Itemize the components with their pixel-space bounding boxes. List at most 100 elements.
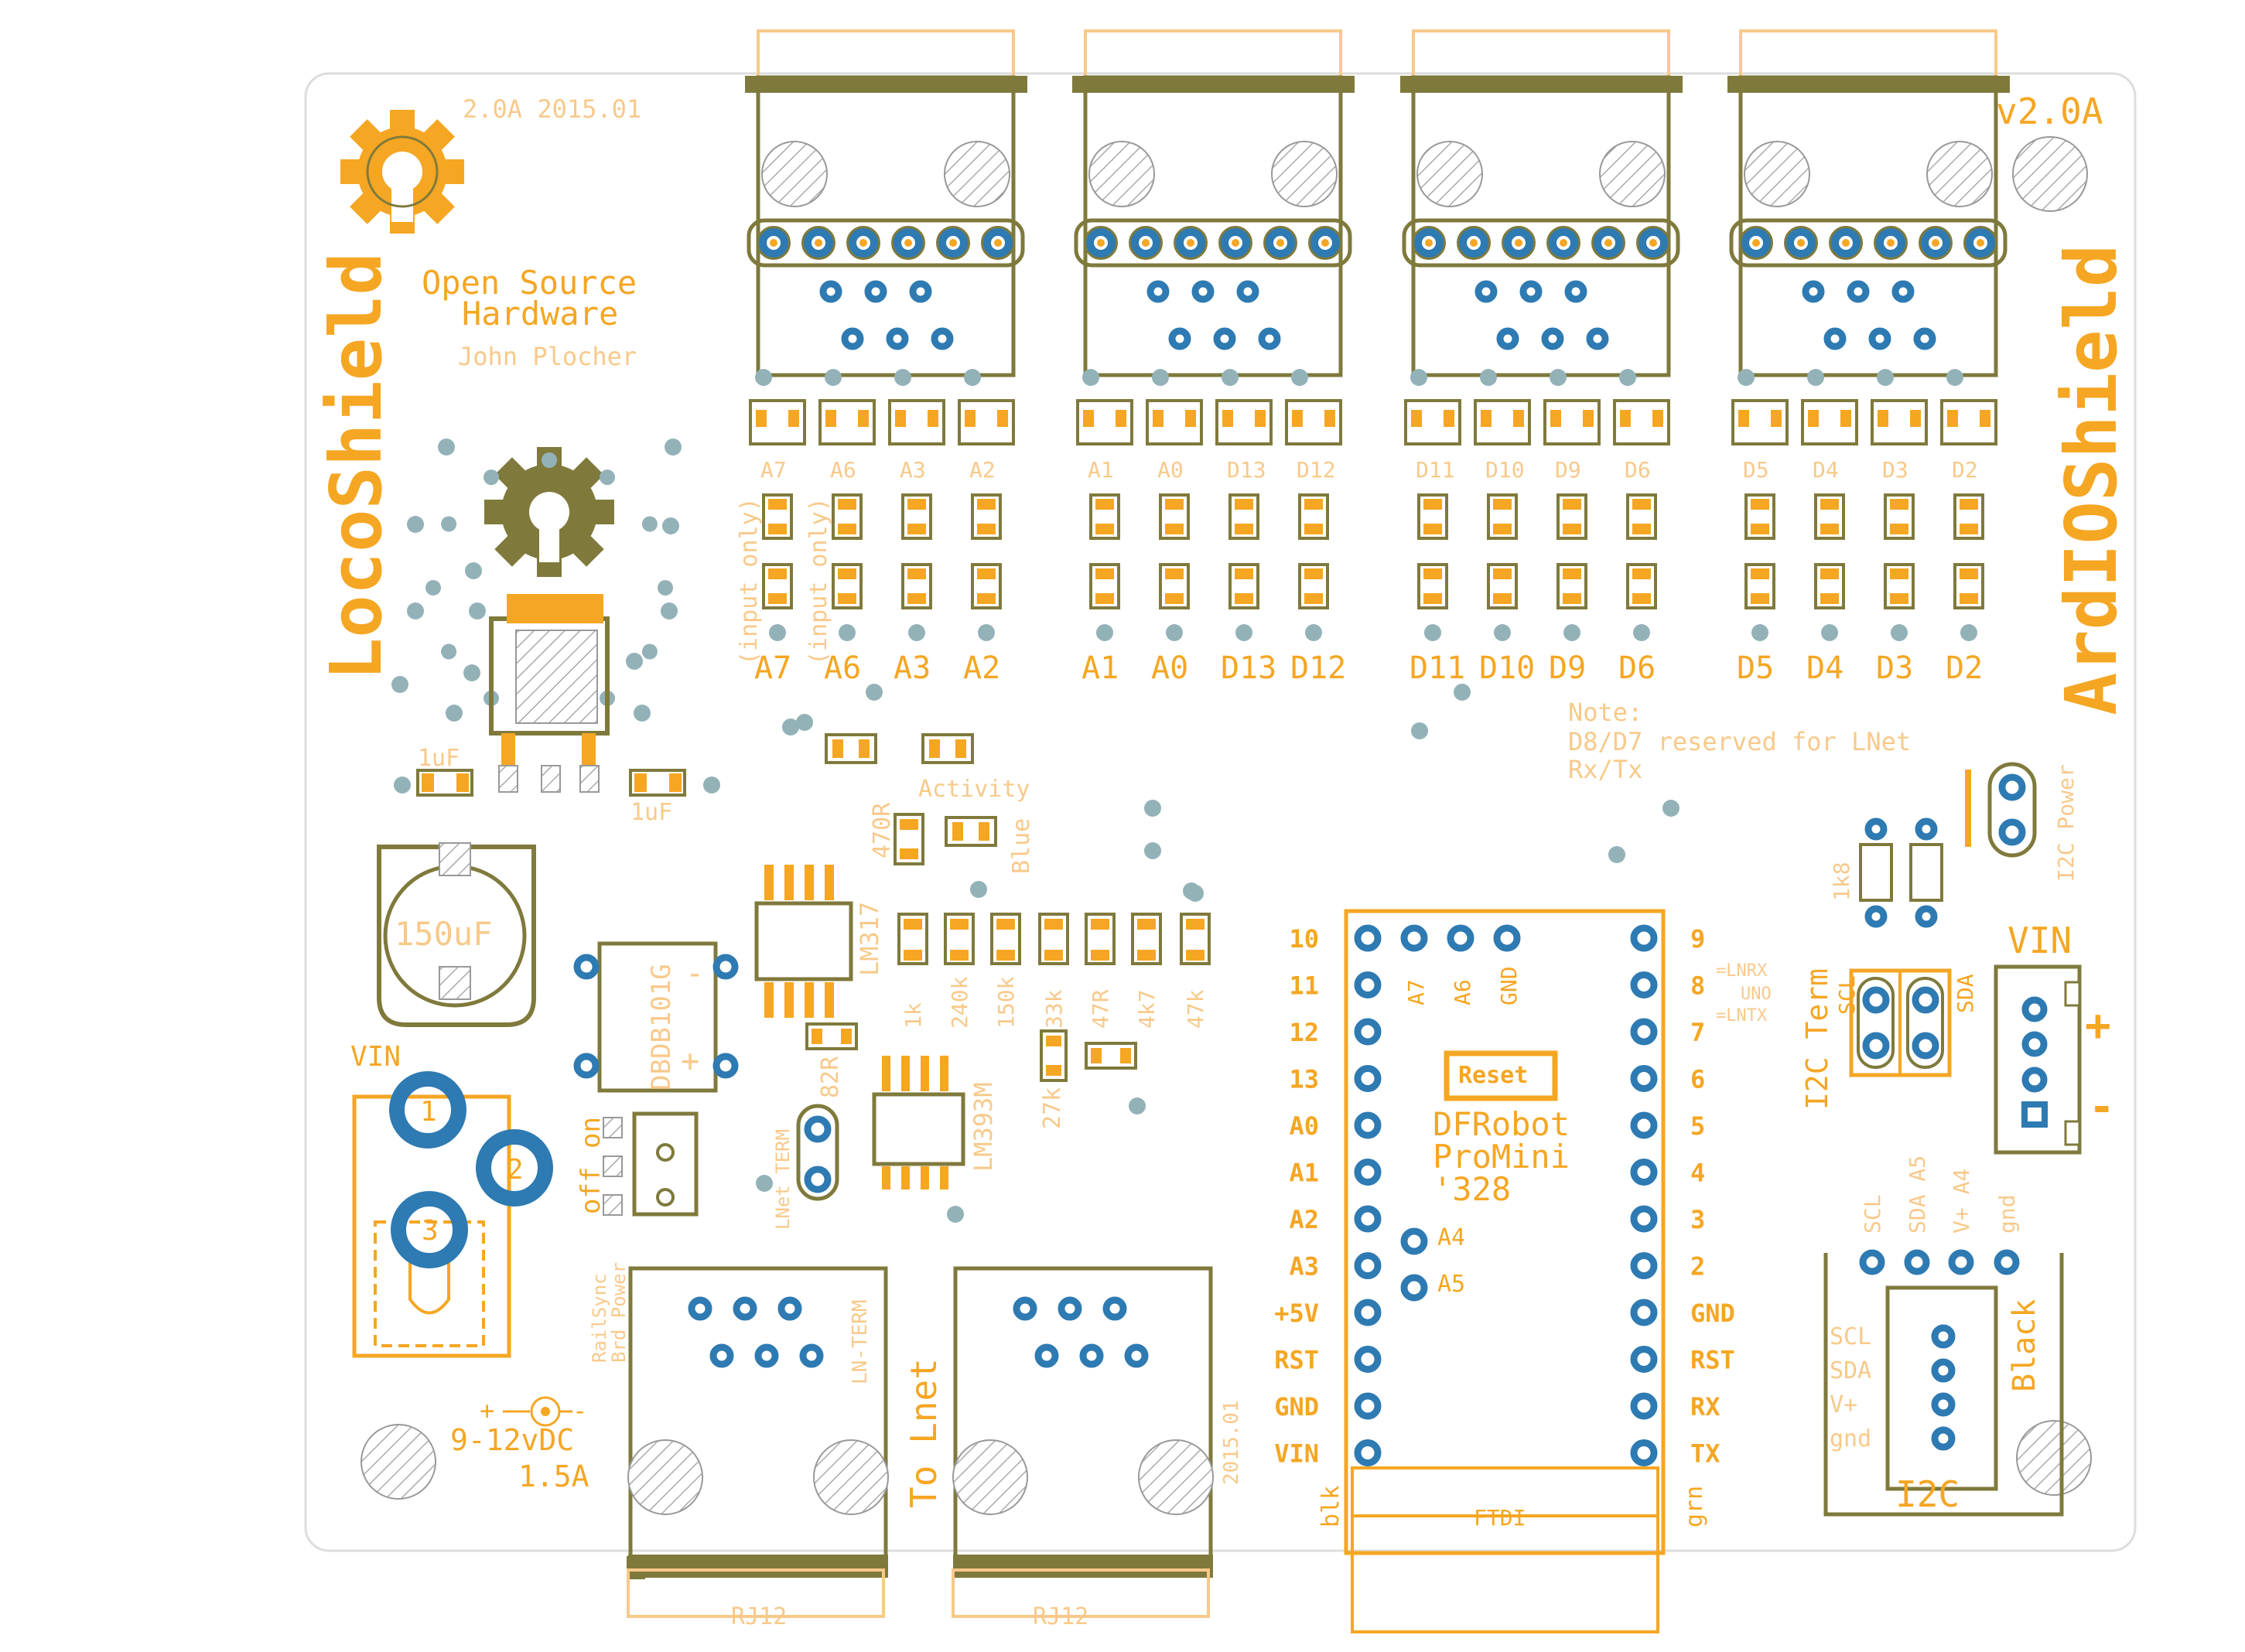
input-connector-1 [745, 29, 1027, 377]
i2c-power-label: I2C Power [2053, 764, 2079, 882]
resistor-47R: 47R [1085, 913, 1116, 1029]
grn-label: grn [1681, 1486, 1708, 1527]
channel-small-label: D3 [1882, 457, 1908, 483]
via [425, 580, 441, 596]
channel-label: A0 [1151, 650, 1188, 686]
promini-pin [1630, 1439, 1658, 1466]
rj12-right [952, 1266, 1214, 1618]
promini-pin [1630, 1299, 1658, 1326]
channel-small-label: D11 [1416, 457, 1455, 483]
smd-part [921, 733, 974, 764]
vin-connector [1994, 964, 2082, 1155]
promini-pin [1354, 1392, 1382, 1420]
lntx-label: =LNTX [1716, 1006, 1768, 1026]
via [658, 580, 673, 596]
svg-text:1k: 1k [900, 1002, 926, 1029]
promini-pin [1354, 1346, 1382, 1373]
via [391, 676, 408, 693]
input-connector-3 [1400, 29, 1683, 377]
smd-part [894, 813, 924, 865]
via [634, 705, 651, 722]
promini-pin [1630, 1205, 1658, 1233]
svg-text:47k: 47k [1183, 989, 1208, 1029]
svg-text:+: + [480, 1396, 494, 1425]
vin-label-left: VIN [350, 1041, 401, 1073]
promini-module [1344, 909, 1666, 1633]
promini-right-label: 7 [1690, 1018, 1705, 1047]
promini-name1: DFRobot [1433, 1105, 1570, 1143]
via [665, 439, 682, 456]
promini-pin [1354, 924, 1382, 952]
pullup-1k8: 1k8 [1829, 862, 1854, 901]
title-locoshield: LocoShield [315, 252, 398, 681]
promini-left-label: RST [1274, 1346, 1319, 1375]
smd-part [945, 816, 997, 847]
i2c-top-label: SCL [1860, 1194, 1885, 1234]
promini-name3: '328 [1433, 1170, 1511, 1208]
date-vertical: 2015.01 [1220, 1400, 1243, 1485]
promini-pin [1630, 1252, 1658, 1279]
pin-a5: A5 [1437, 1271, 1465, 1298]
svg-text:47R: 47R [1088, 989, 1113, 1029]
mounting-holes [360, 136, 2092, 1500]
lm393-label: LM393M [969, 1082, 998, 1172]
promini-right-label: RX [1690, 1392, 1720, 1422]
channel-small-label: D9 [1555, 457, 1581, 483]
pin3-label: 3 [422, 1215, 439, 1247]
to-lnet-label: To Lnet [903, 1358, 945, 1508]
oshw-line1: Open Source [422, 264, 637, 302]
via [1187, 885, 1204, 902]
sda-label: SDA [1953, 974, 1978, 1013]
via [407, 516, 424, 533]
power-switch [603, 1111, 699, 1217]
channel-small-label: D10 [1485, 457, 1525, 483]
promini-left-label: A1 [1289, 1159, 1319, 1188]
i2c-term-label: I2C Term [1800, 968, 1834, 1110]
channel-label: A2 [963, 650, 1000, 686]
via [394, 777, 411, 794]
resistor-47k: 47k [1180, 913, 1211, 1029]
lnet-term-jumper [796, 1104, 839, 1201]
promini-pin [1630, 924, 1658, 952]
promini-name2: ProMini [1433, 1138, 1570, 1176]
channel-label: D4 [1806, 650, 1843, 686]
via [542, 452, 557, 468]
smd-part [1085, 1042, 1137, 1070]
channel-label: D6 [1618, 650, 1656, 686]
note-line3: Rx/Tx [1568, 755, 1642, 784]
via [446, 705, 463, 722]
resistor-4k7: 4k7 [1131, 913, 1162, 1029]
cap-1uf-right [629, 769, 686, 797]
oshw-gear-icon [340, 110, 464, 234]
black-label: Black [2007, 1299, 2042, 1392]
channel-label: A1 [1081, 650, 1119, 686]
channel-label: D10 [1479, 650, 1535, 686]
promini-pin [1630, 1018, 1658, 1046]
i2c-term-jumper [1849, 968, 1952, 1077]
cap-1uf-left-label: 1uF [418, 745, 460, 772]
channel-small-label: A6 [830, 457, 856, 483]
via [484, 469, 499, 486]
svg-text:-: - [685, 956, 704, 992]
minus-label: - [2089, 1082, 2115, 1132]
channel-label: D13 [1221, 650, 1276, 686]
cap-1uf-left [416, 769, 473, 797]
channel-small-label: D4 [1813, 457, 1839, 483]
channel-small-label: A7 [760, 457, 787, 483]
version-right: v2.0A [1996, 90, 2103, 132]
resistor-1k: 1k [897, 913, 928, 1029]
board-outline [304, 72, 2137, 1552]
via [600, 469, 615, 486]
smd-part [805, 1022, 858, 1050]
channel-small-label: D13 [1227, 457, 1266, 483]
rj12-pins [688, 1296, 1149, 1368]
channel-small-label: A0 [1157, 457, 1184, 483]
blue-label: Blue [1008, 818, 1035, 874]
promini-pin [1354, 1205, 1382, 1233]
via [970, 881, 987, 898]
